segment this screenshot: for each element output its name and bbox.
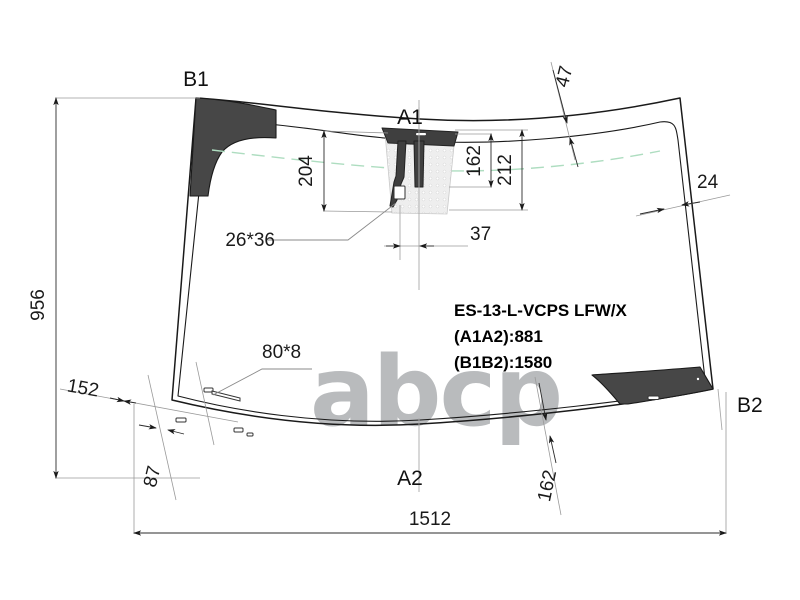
bottom-edge-pad xyxy=(233,427,244,433)
spec-line-part-number: ES-13-L-VCPS LFW/X xyxy=(454,301,628,320)
mirror-button xyxy=(393,185,406,200)
corner-label-b2: B2 xyxy=(737,394,763,417)
dim-label-37: 37 xyxy=(470,224,491,245)
dimension-162-sensor: 162 xyxy=(449,133,494,188)
corner-label-a2: A2 xyxy=(397,467,423,490)
frit-patch-bottom-right xyxy=(591,366,714,405)
dimension-overall-width: 1512 xyxy=(133,392,727,536)
watermark-abcp: abcp xyxy=(310,336,561,448)
spec-line-b1b2: (B1B2):1580 xyxy=(454,353,552,372)
bottom-bracket-strip xyxy=(211,390,241,402)
corner-label-a1: A1 xyxy=(397,106,423,129)
frit-patch-top-left xyxy=(189,97,277,197)
corner-label-b1: B1 xyxy=(183,68,209,91)
dim-label-24: 24 xyxy=(697,172,719,193)
mirror-sensor-mount-group xyxy=(381,127,459,215)
bottom-edge-pad-small xyxy=(246,432,254,437)
spec-text-block: ES-13-L-VCPS LFW/X (A1A2):881 (B1B2):158… xyxy=(454,301,628,372)
spec-line-a1a2: (A1A2):881 xyxy=(454,327,543,346)
dim-label-26x36: 26*36 xyxy=(225,230,275,251)
dimension-152: 152 xyxy=(59,375,239,423)
dimension-87: 87 xyxy=(138,361,215,501)
dim-label-87: 87 xyxy=(140,464,165,490)
dimension-24: 24 xyxy=(635,172,731,217)
dim-label-152: 152 xyxy=(66,375,101,401)
corner-label-group: B1 A1 A2 B2 xyxy=(183,68,763,492)
dimension-37: 37 xyxy=(384,100,491,290)
dim-label-956: 956 xyxy=(28,289,49,321)
dim-label-162-bottom: 162 xyxy=(534,468,561,503)
dim-label-204: 204 xyxy=(296,155,317,187)
glass-inner-outline xyxy=(177,121,707,422)
dimension-overall-height: 956 xyxy=(28,97,200,479)
bottom-bracket-pad-lower xyxy=(175,417,187,423)
bottom-left-hardware-group xyxy=(175,387,254,437)
dim-label-80x8: 80*8 xyxy=(262,342,301,363)
dim-label-1512: 1512 xyxy=(409,509,451,530)
dimension-26x36: 26*36 xyxy=(225,202,397,251)
dimension-204: 204 xyxy=(296,130,393,213)
dim-label-162-sensor: 162 xyxy=(464,145,485,177)
frit-marker-bottom-right xyxy=(647,395,660,400)
frit-dot-bottom-right xyxy=(696,377,700,381)
dim-label-47: 47 xyxy=(552,64,577,90)
dimension-47: 47 xyxy=(550,61,579,168)
dimension-80x8: 80*8 xyxy=(212,342,312,396)
dim-label-212: 212 xyxy=(495,154,516,186)
mount-band-notch xyxy=(416,133,426,136)
dimension-212: 212 xyxy=(449,129,528,211)
bottom-bracket-pad-upper xyxy=(203,387,214,393)
